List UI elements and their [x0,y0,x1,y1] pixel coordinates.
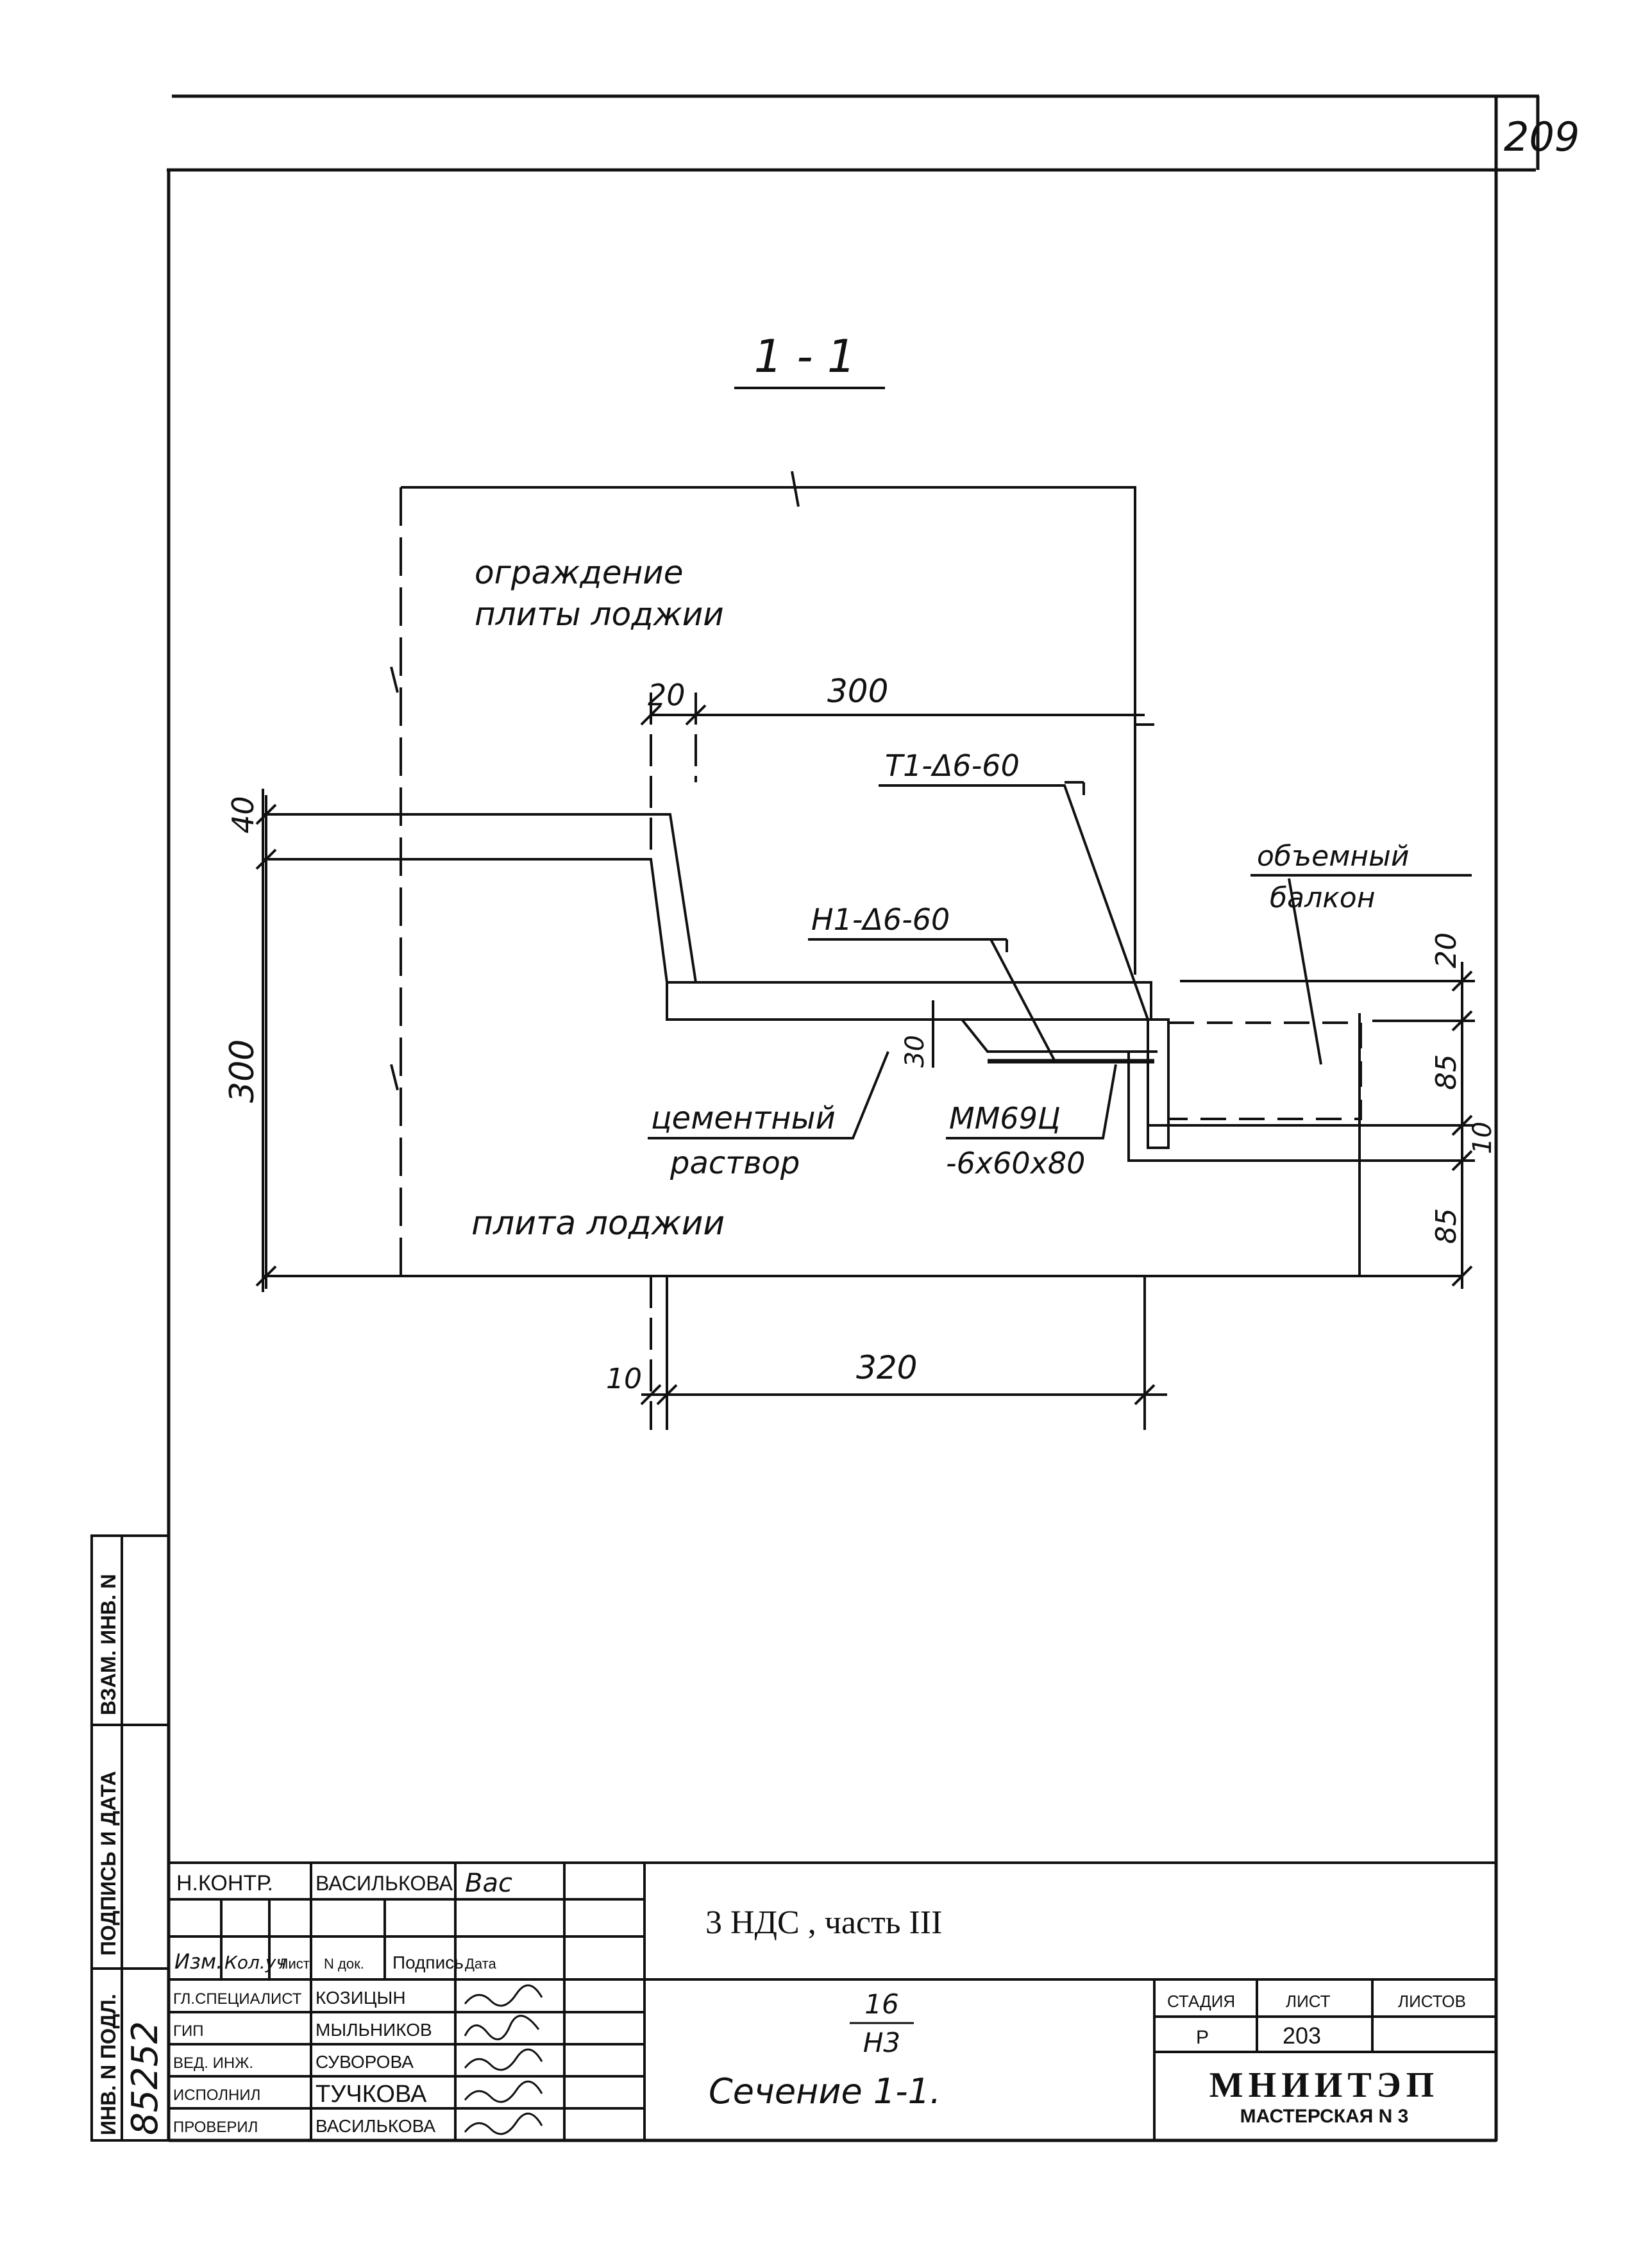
tb-row1-name: КОЗИЦЫН [316,1988,406,2008]
dim-320: 320 [856,1349,917,1386]
tb-fraction-numerator: 16 [864,1988,898,2020]
tb-workshop: МАСТЕРСКАЯ N 3 [1240,2106,1409,2127]
embedded-part-mark: ММ69Ц [949,1101,1061,1136]
tb-stage-value: Р [1196,2027,1209,2048]
tb-nkontr-signature: Вас [465,1869,512,1898]
tb-header-list: Лист [279,1956,310,1972]
side-vzam-inv: ВЗАМ. ИНВ. N [97,1574,120,1715]
section-geometry [255,471,1475,1430]
tb-row4-role: ИСПОЛНИЛ [173,2087,260,2104]
side-podpis-data: ПОДПИСЬ И ДАТА [97,1771,120,1956]
dim-85-upper: 85 [1430,1054,1463,1090]
tb-header-data: Дата [465,1956,496,1972]
tb-sheets-label: ЛИСТОВ [1398,1992,1466,2011]
embedded-part-size: -6х60х80 [946,1146,1085,1180]
mark-t1: Т1-Δ6-60 [885,748,1020,783]
tb-stage-label: СТАДИЯ [1167,1992,1235,2011]
tb-row4-name: ТУЧКОВА [316,2081,427,2108]
title-block-grid [167,1861,1497,2142]
dim-30: 30 [900,1035,930,1068]
tb-nkontr-name: ВАСИЛЬКОВА [316,1872,453,1895]
tb-org: МНИИТЭП [1209,2065,1439,2105]
tb-row5-name: ВАСИЛЬКОВА [316,2116,435,2136]
tb-nkontr-role: Н.КОНТР. [176,1871,273,1895]
mortar-label-line2: раствор [669,1145,800,1181]
tb-project: 3 НДС , часть III [705,1904,942,1941]
side-stamp [90,1534,170,2142]
dim-300-top: 300 [827,673,888,710]
tb-drawing-title: Сечение 1-1. [709,2071,941,2112]
dim-20-top: 20 [648,678,686,712]
tb-sheet-label: ЛИСТ [1286,1992,1331,2011]
fence-label-line2: плиты лоджии [475,596,724,633]
slab-label: плита лоджии [471,1204,725,1243]
tb-header-ndok: N док. [324,1956,364,1972]
tb-sheet-value: 203 [1283,2022,1321,2049]
tb-row1-role: ГЛ.СПЕЦИАЛИСТ [173,1990,302,2008]
volumetric-balcony-line2: балкон [1270,882,1375,914]
tb-fraction-denominator: Н3 [863,2027,900,2058]
dim-85-lower: 85 [1430,1208,1463,1244]
mortar-label-line1: цементный [651,1100,836,1136]
tb-signatures [464,1984,543,2135]
tb-row2-name: МЫЛЬНИКОВ [316,2020,432,2040]
mark-n1: Н1-Δ6-60 [811,902,950,937]
tb-row2-role: ГИП [173,2022,204,2040]
fence-label-line1: ограждение [475,554,684,591]
dim-10-bottom: 10 [606,1363,642,1395]
tb-row5-role: ПРОВЕРИЛ [173,2119,258,2136]
tb-row3-role: ВЕД. ИНЖ. [173,2054,253,2072]
tb-header-kolutch: Кол.уч [224,1952,287,1973]
dim-300-left: 300 [223,1039,262,1103]
tb-header-izm: Изм. [174,1949,223,1974]
dim-20-right: 20 [1430,932,1463,968]
dim-10-right: 10 [1468,1121,1497,1154]
volumetric-balcony-line1: объемный [1257,840,1410,873]
section-title: 1 - 1 [754,330,856,383]
tb-row3-name: СУВОРОВА [316,2052,414,2072]
dim-40: 40 [226,796,260,834]
side-inv-number: 85252 [124,2021,166,2135]
page-number: 209 [1504,113,1579,160]
tb-header-podpis: Подпись [392,1953,464,1972]
side-inv-podl: ИНВ. N ПОДЛ. [97,1994,120,2135]
